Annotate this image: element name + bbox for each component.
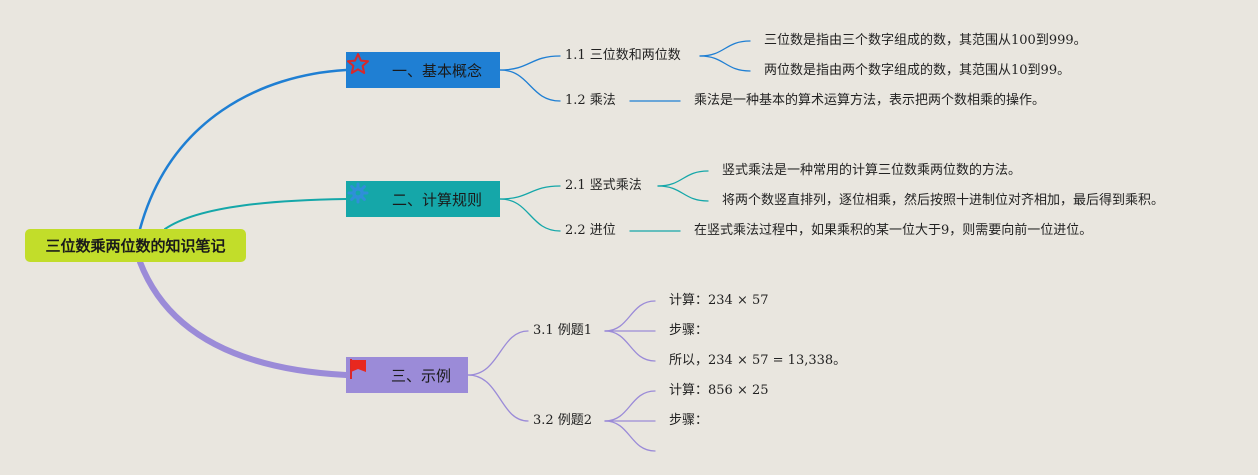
leaf-topic[interactable]: 计算：234 × 57 xyxy=(669,292,769,310)
subtopic-1-2[interactable]: 1.2 乘法 xyxy=(565,92,616,110)
branch-examples[interactable]: 三、示例 xyxy=(346,357,468,393)
subtopic-label: 2.2 进位 xyxy=(565,223,616,238)
gear-icon xyxy=(347,182,388,211)
subtopic-label: 1.1 三位数和两位数 xyxy=(565,48,681,63)
leaf-topic[interactable]: 三位数是指由三个数字组成的数，其范围从100到999。 xyxy=(764,32,1087,50)
connector-b1-s1 xyxy=(499,55,561,71)
connector-root-branch3 xyxy=(137,259,349,378)
star-icon xyxy=(347,53,388,82)
leaf-topic[interactable]: 步骤： xyxy=(669,412,708,430)
leaf-topic[interactable]: 将两个数竖直排列，逐位相乘，然后按照十进制位对齐相加，最后得到乘积。 xyxy=(722,192,1164,210)
connector-s11-leaf xyxy=(699,55,751,72)
subtopic-1-1[interactable]: 1.1 三位数和两位数 xyxy=(565,47,681,65)
subtopic-label: 2.1 竖式乘法 xyxy=(565,178,642,193)
connector-s21-leaf xyxy=(657,185,709,202)
branch-label: 三、示例 xyxy=(390,366,451,385)
subtopic-label: 1.2 乘法 xyxy=(565,93,616,108)
connector-b1-s2 xyxy=(499,69,561,102)
connector-root-branch1 xyxy=(138,68,348,231)
branch-basic-concepts[interactable]: 一、基本概念 xyxy=(346,52,500,88)
branch-calc-rules[interactable]: 二、计算规则 xyxy=(346,181,500,217)
connector-b3-s1 xyxy=(467,330,529,376)
connector-s21-leaf xyxy=(657,170,709,187)
leaf-topic[interactable]: 所以，234 × 57 = 13,338。 xyxy=(669,352,846,370)
leaf-label: 将两个数竖直排列，逐位相乘，然后按照十进制位对齐相加，最后得到乘积。 xyxy=(722,193,1165,208)
leaf-label: 步骤： xyxy=(669,413,709,428)
leaf-label: 计算：234 × 57 xyxy=(669,293,769,308)
connector-root-branch2 xyxy=(164,198,347,230)
leaf-label: 竖式乘法是一种常用的计算三位数乘两位数的方法。 xyxy=(722,163,1022,178)
connector-s31-leaf xyxy=(604,330,656,362)
branch-label: 二、计算规则 xyxy=(391,190,482,209)
connector-s32-leaf xyxy=(604,390,656,422)
subtopic-3-1[interactable]: 3.1 例题1 xyxy=(533,322,592,340)
branch-label: 一、基本概念 xyxy=(391,61,482,80)
leaf-topic[interactable]: 两位数是指由两个数字组成的数，其范围从10到99。 xyxy=(764,62,1070,80)
flag-icon xyxy=(350,359,387,387)
subtopic-2-2[interactable]: 2.2 进位 xyxy=(565,222,616,240)
leaf-label: 计算：856 × 25 xyxy=(669,383,769,398)
subtopic-label: 3.2 例题2 xyxy=(533,413,593,428)
leaf-topic[interactable]: 乘法是一种基本的算术运算方法，表示把两个数相乘的操作。 xyxy=(694,92,1045,110)
leaf-label: 在竖式乘法过程中，如果乘积的某一位大于9，则需要向前一位进位。 xyxy=(694,223,1093,238)
root-topic[interactable]: 三位数乘两位数的知识笔记 xyxy=(25,229,246,262)
subtopic-3-2[interactable]: 3.2 例题2 xyxy=(533,412,592,430)
leaf-label: 步骤： xyxy=(669,323,709,338)
leaf-label: 乘法是一种基本的算术运算方法，表示把两个数相乘的操作。 xyxy=(694,93,1046,108)
subtopic-label: 3.1 例题1 xyxy=(533,323,593,338)
leaf-label: 两位数是指由两个数字组成的数，其范围从10到99。 xyxy=(764,63,1071,78)
connector-b3-s2 xyxy=(467,374,529,422)
leaf-topic[interactable]: 步骤： xyxy=(669,322,708,340)
leaf-label: 三位数是指由三个数字组成的数，其范围从100到999。 xyxy=(764,33,1087,48)
leaf-topic[interactable]: 计算：856 × 25 xyxy=(669,382,769,400)
connector-b2-s2 xyxy=(499,198,561,232)
leaf-topic[interactable]: 在竖式乘法过程中，如果乘积的某一位大于9，则需要向前一位进位。 xyxy=(694,222,1092,240)
connector-s32-leaf xyxy=(604,420,656,452)
root-topic-label: 三位数乘两位数的知识笔记 xyxy=(45,237,226,255)
leaf-label: 所以，234 × 57 = 13,338。 xyxy=(669,353,847,368)
connector-b2-s1 xyxy=(499,185,561,200)
connector-s31-leaf xyxy=(604,300,656,332)
connector-s11-leaf xyxy=(699,40,751,57)
subtopic-2-1[interactable]: 2.1 竖式乘法 xyxy=(565,177,642,195)
leaf-topic[interactable]: 竖式乘法是一种常用的计算三位数乘两位数的方法。 xyxy=(722,162,1021,180)
